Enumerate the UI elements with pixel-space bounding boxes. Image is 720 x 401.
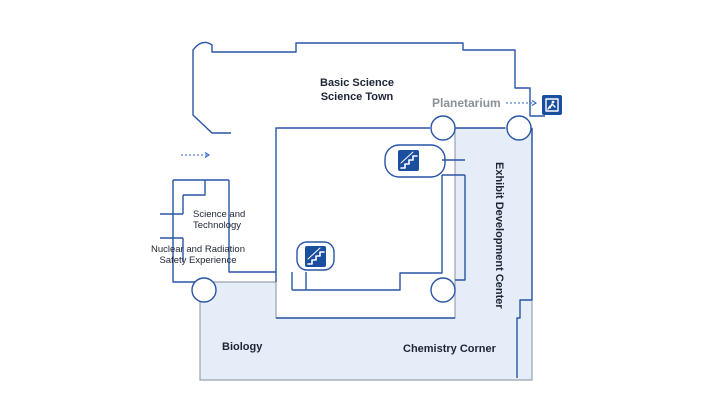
pillar [506,115,532,141]
pillar [191,277,217,303]
label-exhibit-development-center: Exhibit Development Center [493,162,505,309]
upper-wing-wall [192,41,531,134]
label-basic-science: Basic Science [320,77,394,89]
central-room-wall [275,127,430,282]
inner-room-wall [292,175,443,291]
label-planetarium: Planetarium [432,96,501,110]
stairs-pod-top [384,144,446,178]
pillar [430,115,456,141]
stairs-icon[interactable] [305,246,326,267]
dotted-arrow-icon [506,100,538,106]
label-chemistry-corner: Chemistry Corner [403,343,497,355]
pillar [430,277,456,303]
label-science-and-technology: Technology [193,220,241,231]
inner-divider [291,272,307,290]
label-science-town: Science Town [321,91,394,103]
label-nuclear-radiation: Nuclear and Radiation [151,244,245,255]
stairs-pod-left [296,241,335,271]
right-stub-walls [442,159,466,281]
label-biology: Biology [222,341,263,353]
stairs-icon[interactable] [398,150,419,171]
label-science-and-technology: Science and [193,209,245,220]
dotted-arrow-icon [181,152,211,158]
emergency-exit-icon[interactable] [542,95,562,115]
planetarium-exit-wall [529,112,545,117]
exhibit-dev-wall [455,127,533,378]
left-wing-wall [160,179,276,283]
label-nuclear-radiation: Safety Experience [159,255,236,266]
